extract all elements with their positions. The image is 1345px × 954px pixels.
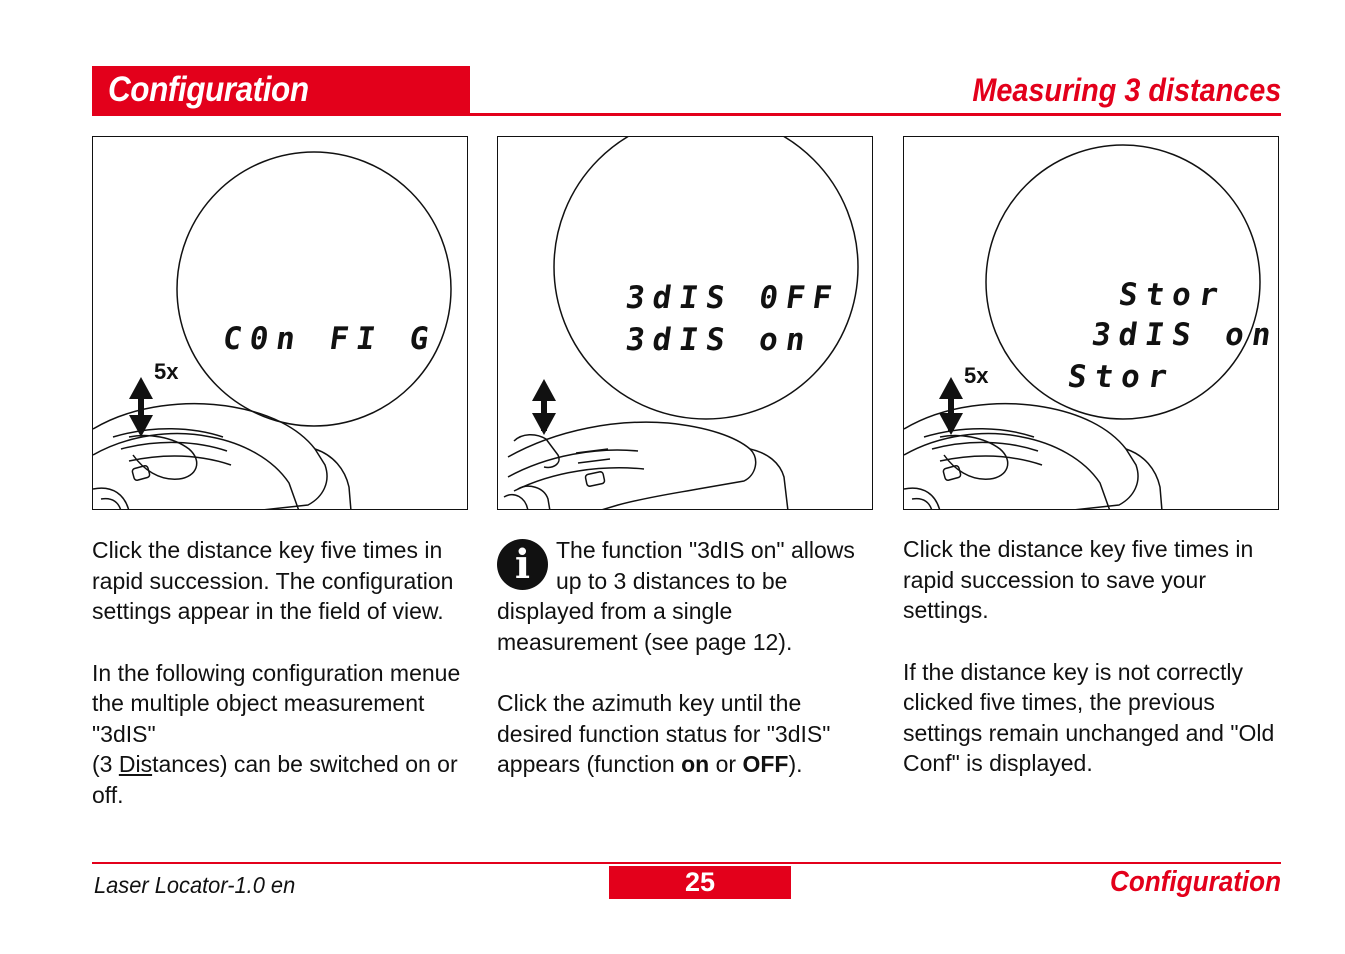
display-line-2: 3dIS on — [623, 322, 816, 358]
illustration-panel-1: C0n FI G 5x — [92, 136, 468, 510]
illustration-panel-2: 3dIS 0FF 3dIS on — [497, 136, 873, 510]
paragraph: Click the azimuth key until the desired … — [497, 690, 831, 777]
display-line-3: Stor — [1065, 359, 1178, 395]
device-illustration — [93, 151, 452, 509]
binocular-drawing — [93, 402, 352, 509]
paragraph: In the following configuration menue the… — [92, 659, 461, 808]
viewfinder-circle — [176, 151, 452, 427]
device-illustration — [503, 137, 859, 509]
header-title-box — [92, 66, 470, 116]
paragraph: Click the distance key five times in rap… — [92, 537, 454, 624]
header-rule — [470, 113, 1281, 116]
page-section-title: Configuration — [108, 70, 309, 109]
page-subtitle: Measuring 3 distances — [972, 72, 1281, 108]
display-line-2: 3dIS on — [1089, 317, 1279, 353]
up-down-arrow-icon — [939, 377, 963, 435]
footer-rule — [92, 862, 1281, 864]
press-count-label: 5x — [964, 363, 989, 388]
footer-section: Configuration — [1109, 866, 1281, 898]
viewfinder-circle — [553, 137, 859, 420]
binocular-drawing — [904, 402, 1163, 509]
footer-product-name: Laser Locator-1.0 en — [94, 872, 296, 898]
illustration-panel-3: Stor 3dIS on Stor 5x — [903, 136, 1279, 510]
column-3-text: Click the distance key five times in rap… — [903, 534, 1285, 810]
display-line-1: C0n FI G — [220, 321, 439, 357]
press-count-label: 5x — [154, 359, 179, 384]
display-line-1: Stor — [1116, 277, 1229, 313]
up-down-arrow-icon — [129, 377, 153, 437]
device-illustration — [904, 144, 1261, 509]
page-number: 25 — [609, 866, 791, 899]
display-line-1: 3dIS 0FF — [623, 280, 842, 316]
info-icon: i — [497, 539, 548, 590]
paragraph: Click the distance key five times in rap… — [903, 536, 1254, 623]
viewfinder-circle — [985, 144, 1261, 420]
column-1-text: Click the distance key five times in rap… — [92, 535, 472, 841]
up-down-arrow-icon — [532, 379, 556, 435]
paragraph: If the distance key is not correctly cli… — [903, 658, 1275, 777]
binocular-drawing — [503, 421, 789, 509]
